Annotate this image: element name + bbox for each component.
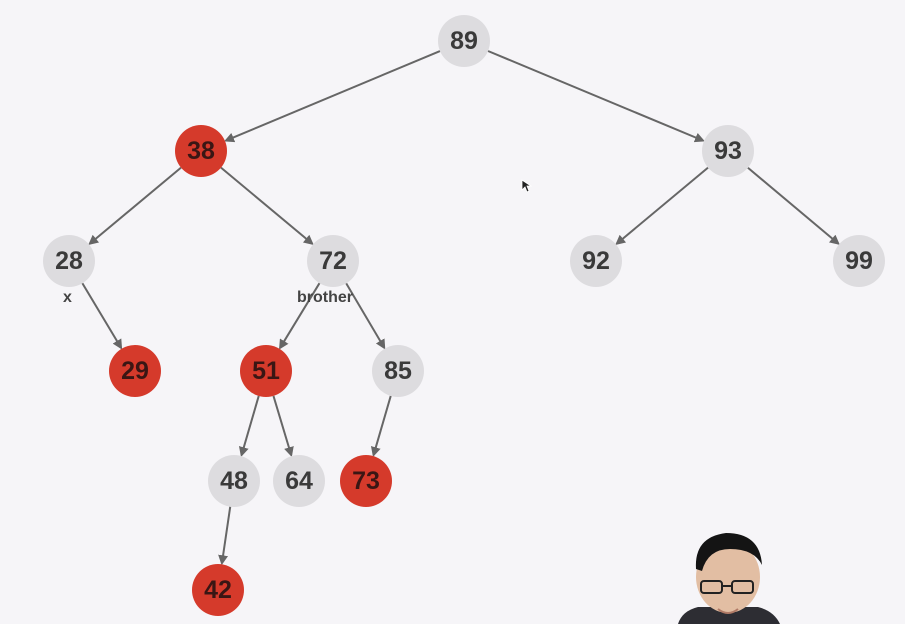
tree-node-38: 38 bbox=[175, 125, 227, 177]
edge-48-42 bbox=[218, 506, 232, 566]
edge-38-28 bbox=[88, 166, 182, 245]
tree-node-73: 73 bbox=[340, 455, 392, 507]
mouse-cursor-icon bbox=[521, 179, 533, 193]
edge-38-72 bbox=[220, 166, 314, 245]
edge-28-29 bbox=[81, 282, 123, 350]
tree-node-42: 42 bbox=[192, 564, 244, 616]
edge-93-99 bbox=[747, 166, 840, 245]
tree-node-51: 51 bbox=[240, 345, 292, 397]
tree-node-99: 99 bbox=[833, 235, 885, 287]
label-x: x bbox=[63, 289, 72, 306]
presenter-webcam-image bbox=[668, 525, 788, 624]
edge-72-85 bbox=[345, 282, 386, 350]
edge-72-51 bbox=[279, 282, 321, 350]
tree-node-29: 29 bbox=[109, 345, 161, 397]
tree-node-85: 85 bbox=[372, 345, 424, 397]
edge-93-92 bbox=[615, 166, 709, 245]
tree-node-89: 89 bbox=[438, 15, 490, 67]
edge-51-48 bbox=[238, 395, 260, 457]
tree-node-92: 92 bbox=[570, 235, 622, 287]
tree-node-48: 48 bbox=[208, 455, 260, 507]
edge-51-64 bbox=[272, 395, 294, 458]
tree-node-28: 28 bbox=[43, 235, 95, 287]
tree-node-72: 72 bbox=[307, 235, 359, 287]
tree-node-93: 93 bbox=[702, 125, 754, 177]
tree-node-64: 64 bbox=[273, 455, 325, 507]
edge-89-38 bbox=[224, 50, 441, 143]
label-brother: brother bbox=[297, 289, 353, 306]
edge-89-93 bbox=[487, 50, 705, 143]
edge-85-73 bbox=[370, 395, 392, 457]
